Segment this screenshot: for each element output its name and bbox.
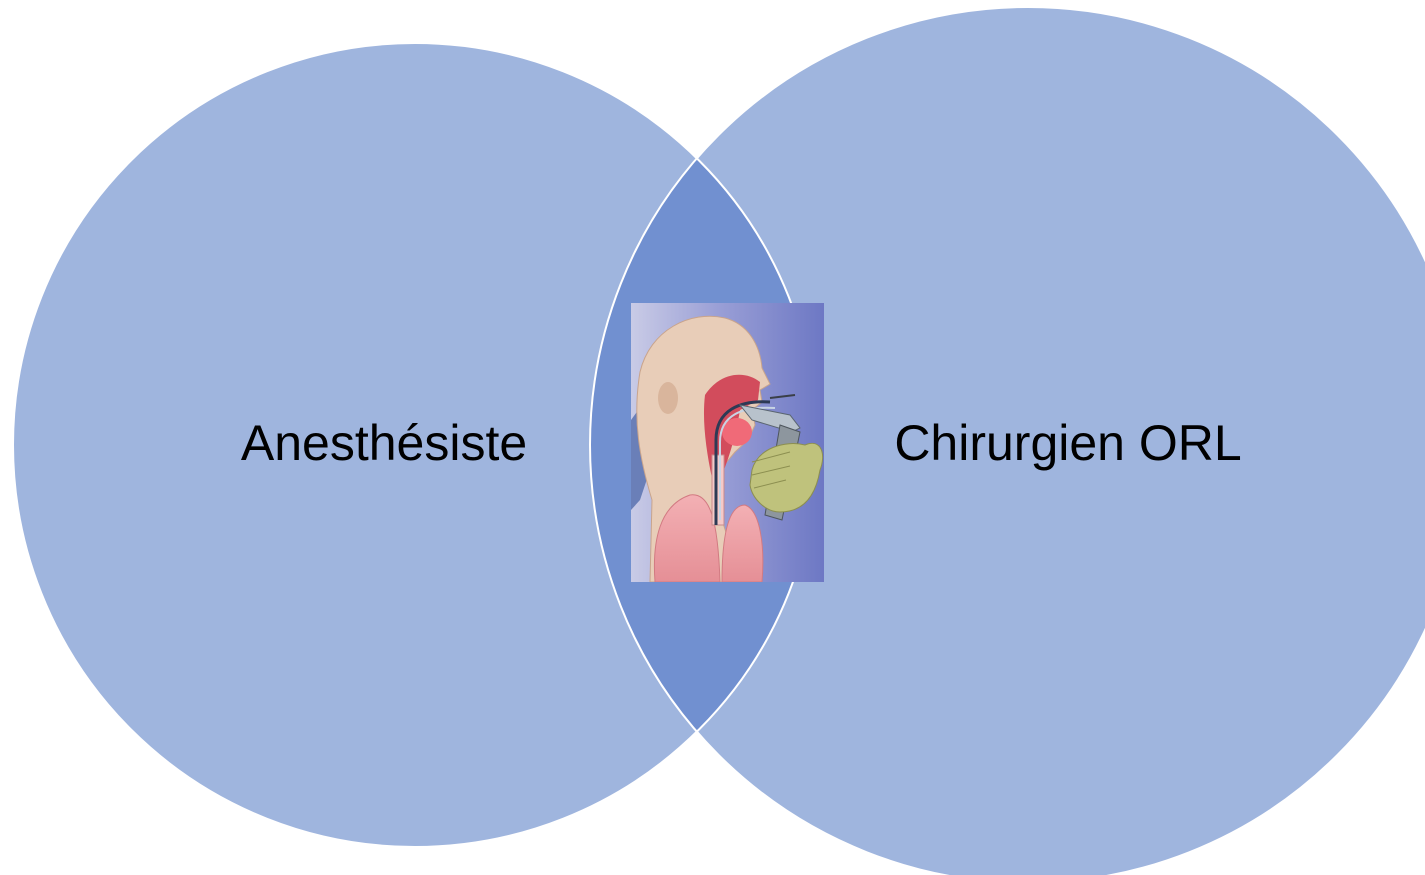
intubation-illustration [631,303,824,582]
left-set-label: Anesthésiste [241,415,527,471]
right-set-label: Chirurgien ORL [894,415,1241,471]
